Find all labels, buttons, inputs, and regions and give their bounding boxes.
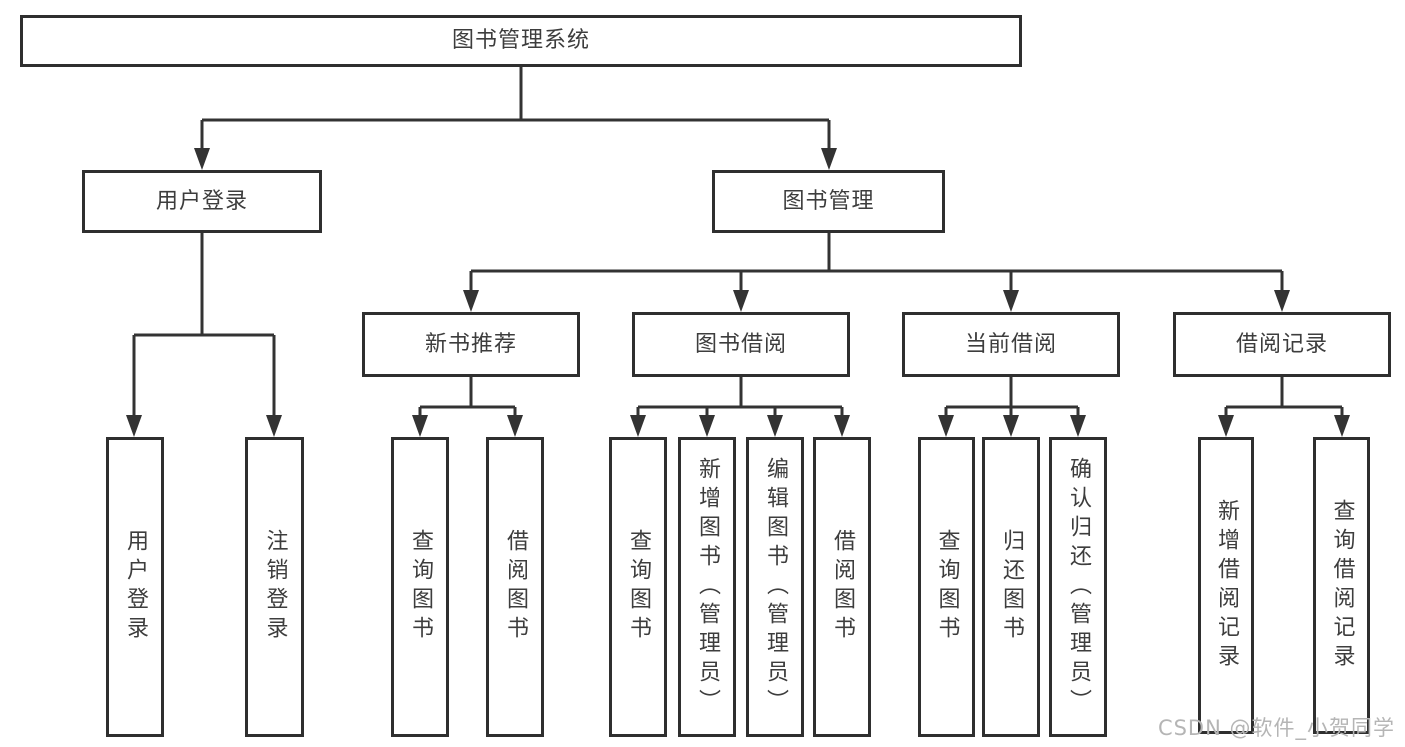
node-book-management: 图书管理 bbox=[712, 170, 945, 233]
node-label: 图书管理系统 bbox=[451, 28, 590, 53]
leaf-label: 新增借阅记录 bbox=[1214, 498, 1239, 673]
leaf-query-books-current: 查询图书 bbox=[918, 437, 975, 737]
leaf-borrow-books-recommend: 借阅图书 bbox=[486, 437, 544, 737]
watermark: CSDN @软件_小贺同学 bbox=[1157, 716, 1395, 740]
node-label: 当前借阅 bbox=[964, 331, 1057, 357]
leaf-query-books-recommend: 查询图书 bbox=[391, 437, 449, 737]
leaf-add-book-admin: 新增图书（管理员） bbox=[678, 437, 736, 737]
node-new-book-recommend: 新书推荐 bbox=[362, 312, 580, 377]
leaf-label: 查询借阅记录 bbox=[1329, 498, 1355, 673]
node-current-borrowing: 当前借阅 bbox=[902, 312, 1120, 377]
leaf-label: 借阅图书 bbox=[830, 529, 855, 645]
leaf-label: 用户登录 bbox=[123, 529, 148, 645]
leaf-label: 借阅图书 bbox=[503, 529, 528, 645]
leaf-confirm-return-admin: 确认归还（管理员） bbox=[1049, 437, 1107, 737]
node-label: 借阅记录 bbox=[1235, 331, 1328, 357]
leaf-label: 查询图书 bbox=[934, 529, 960, 645]
leaf-borrow-books: 借阅图书 bbox=[813, 437, 871, 737]
leaf-label: 编辑图书（管理员） bbox=[763, 456, 788, 718]
leaf-edit-book-admin: 编辑图书（管理员） bbox=[746, 437, 804, 737]
connector-arrowheads bbox=[126, 148, 1350, 437]
node-label: 用户登录 bbox=[155, 188, 248, 214]
node-book-borrowing: 图书借阅 bbox=[632, 312, 850, 377]
node-label: 新书推荐 bbox=[424, 331, 517, 357]
leaf-label: 查询图书 bbox=[408, 529, 433, 645]
leaf-user-login: 用户登录 bbox=[106, 437, 164, 737]
leaf-label: 新增图书（管理员） bbox=[695, 456, 720, 718]
node-library-management-system: 图书管理系统 bbox=[20, 15, 1022, 67]
leaf-return-book: 归还图书 bbox=[982, 437, 1040, 737]
node-label: 图书借阅 bbox=[694, 331, 787, 357]
leaf-query-borrow-record: 查询借阅记录 bbox=[1313, 437, 1370, 734]
leaf-label: 归还图书 bbox=[999, 529, 1024, 645]
node-borrowing-records: 借阅记录 bbox=[1173, 312, 1391, 377]
leaf-label: 确认归还（管理员） bbox=[1066, 456, 1091, 718]
connector-lines bbox=[132, 67, 1344, 421]
leaf-label: 注销登录 bbox=[262, 529, 288, 645]
leaf-query-books-borrowing: 查询图书 bbox=[609, 437, 667, 737]
node-user-login: 用户登录 bbox=[82, 170, 322, 233]
leaf-logout: 注销登录 bbox=[245, 437, 304, 737]
leaf-label: 查询图书 bbox=[626, 529, 651, 645]
node-label: 图书管理 bbox=[782, 188, 875, 214]
leaf-add-borrow-record: 新增借阅记录 bbox=[1198, 437, 1254, 734]
